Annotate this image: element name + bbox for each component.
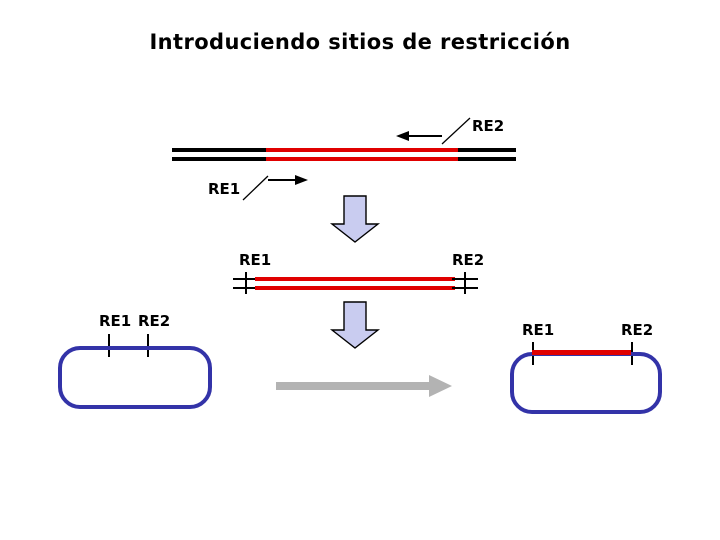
vector-box-re1-tick <box>108 334 110 357</box>
product-box-re2-label: RE2 <box>621 321 654 339</box>
digestion-step-arrow-2 <box>329 301 381 349</box>
re2-leader-top <box>396 117 471 145</box>
page-title: Introduciendo sitios de restricción <box>149 30 571 54</box>
dna-strand-top-left-flank <box>172 148 266 152</box>
dna-strand-bottom-left-flank <box>172 157 266 161</box>
empty-vector-box[interactable] <box>58 346 212 409</box>
ligation-arrow <box>276 375 452 397</box>
recombinant-vector-insert <box>532 350 631 355</box>
insert-strand-top <box>255 277 455 281</box>
top-construct-re2-label: RE2 <box>472 117 505 135</box>
insert-strand-bottom <box>255 286 455 290</box>
recombinant-vector-box[interactable] <box>510 352 662 414</box>
dna-strand-bottom-insert <box>266 157 458 161</box>
cut-site-tick-left-vertical <box>245 272 247 294</box>
middle-construct-re2-label: RE2 <box>452 251 485 269</box>
re1-leader-top <box>242 175 308 201</box>
vector-box-re2-label: RE2 <box>138 312 171 330</box>
dna-strand-top-insert <box>266 148 458 152</box>
vector-box-re2-tick <box>147 334 149 357</box>
middle-construct-re1-label: RE1 <box>239 251 272 269</box>
digestion-step-arrow <box>329 195 381 243</box>
dna-strand-bottom-right-flank <box>458 157 516 161</box>
vector-box-re1-label: RE1 <box>99 312 132 330</box>
cut-site-tick-right-vertical <box>464 272 466 294</box>
product-box-re1-label: RE1 <box>522 321 555 339</box>
dna-strand-top-right-flank <box>458 148 516 152</box>
top-construct-re1-label: RE1 <box>208 180 241 198</box>
